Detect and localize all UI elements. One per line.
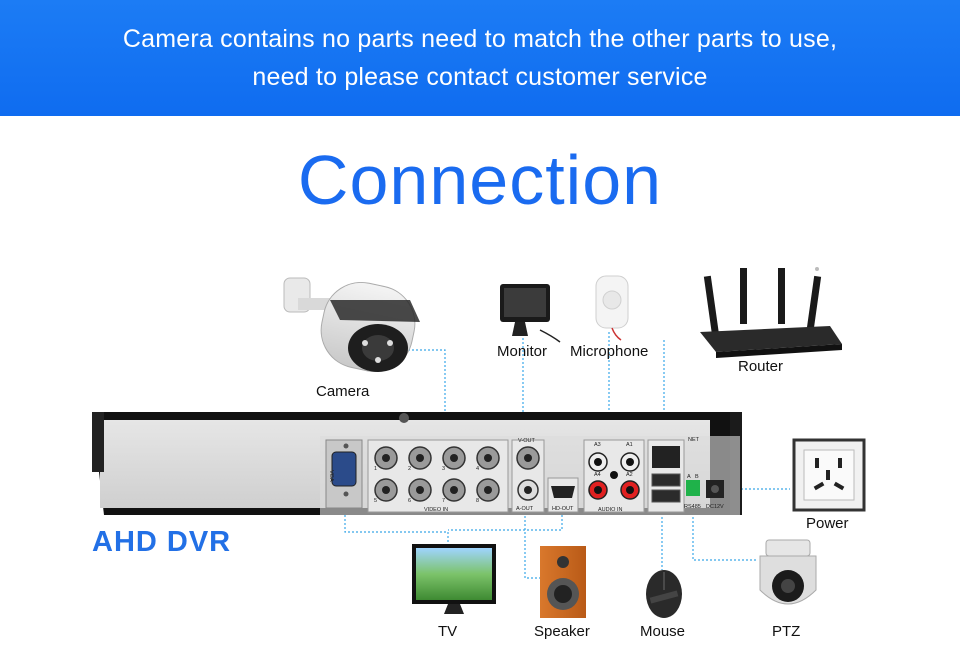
hd-out-port-label: HD-OUT: [552, 506, 574, 512]
ch6-label: 6: [408, 498, 411, 504]
microphone-label: Microphone: [570, 343, 649, 360]
ch5-label: 5: [374, 498, 377, 504]
rs485-port-label: RS485: [684, 504, 701, 510]
camera-device: [283, 277, 420, 373]
monitor-label: Monitor: [497, 343, 548, 360]
mouse-device: [646, 570, 682, 618]
power-device: [792, 438, 866, 512]
net-port-label: NET: [688, 437, 700, 443]
router-label: Router: [738, 358, 784, 375]
a4-port-label: A4: [594, 472, 601, 478]
ch8-label: 8: [476, 498, 479, 504]
a-terminal-label: A: [687, 474, 691, 480]
speaker-line: [524, 508, 540, 579]
tv-label: TV: [438, 623, 458, 640]
camera-label: Camera: [316, 383, 370, 400]
ch2-label: 2: [408, 466, 411, 472]
notice-line-1: Camera contains no parts need to match t…: [122, 25, 838, 53]
hdmi-line: [448, 515, 563, 531]
ptz-device: [759, 539, 817, 605]
a3-port-label: A3: [594, 442, 601, 448]
ch7-label: 7: [442, 498, 445, 504]
tv-line: [344, 515, 449, 545]
ch1-label: 1: [374, 466, 377, 472]
vga-port-label: VGA: [328, 470, 334, 482]
ch3-label: 3: [442, 466, 445, 472]
audio-in-port-label: AUDIO IN: [598, 507, 622, 513]
dc12v-port-label: DC12V: [706, 504, 724, 510]
page-title: Connection: [297, 141, 663, 219]
a2-port-label: A2: [626, 472, 633, 478]
monitor-device: [500, 284, 561, 343]
microphone-device: [595, 275, 629, 341]
video-in-ports: [374, 446, 500, 502]
notice-banner: Camera contains no parts need to match t…: [0, 0, 960, 116]
tv-device: [412, 544, 496, 614]
dvr-label: AHD DVR: [92, 526, 232, 558]
a1-port-label: A1: [626, 442, 633, 448]
camera-line: [388, 349, 446, 442]
router-device: [700, 268, 842, 358]
ptz-label: PTZ: [772, 623, 801, 640]
speaker-label: Speaker: [534, 623, 590, 640]
ch4-label: 4: [476, 466, 479, 472]
notice-line-2: need to please contact customer service: [252, 63, 708, 91]
v-out-port-label: V-OUT: [518, 438, 535, 444]
speaker-device: [540, 546, 586, 618]
power-label: Power: [806, 515, 849, 532]
mouse-label: Mouse: [640, 623, 686, 640]
b-terminal-label: B: [695, 474, 699, 480]
dvr-device: [92, 412, 742, 515]
video-in-port-label: VIDEO IN: [424, 507, 448, 513]
a-out-port-label: A-OUT: [516, 506, 534, 512]
ptz-line: [692, 505, 757, 561]
